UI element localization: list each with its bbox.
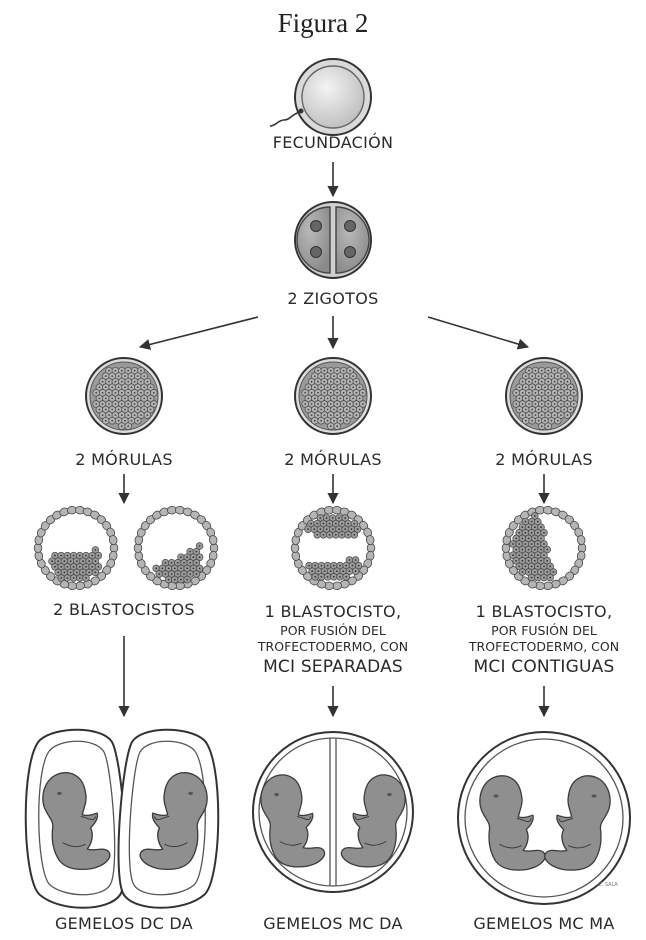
fertilization-egg-icon xyxy=(270,59,371,135)
label-mci-right: MCI CONTIGUAS xyxy=(444,657,644,677)
label-result-right: GEMELOS MC MA xyxy=(444,914,644,933)
label-blastocyst-middle: 1 BLASTOCISTO, xyxy=(243,602,423,621)
twins-dc-da-illustration xyxy=(26,730,219,908)
arrow-zygotes-to-left xyxy=(140,317,258,347)
figure-title: Figura 2 xyxy=(0,8,646,39)
note-middle-line1: POR FUSIÓN DEL xyxy=(243,623,423,638)
blastocyst-left-a-icon xyxy=(34,506,118,590)
blastocyst-right-icon xyxy=(502,506,586,590)
blastocyst-middle-icon xyxy=(291,506,375,590)
zygote-two-cell-icon xyxy=(295,202,371,278)
morula-middle-icon xyxy=(295,358,371,434)
label-zygotes: 2 ZIGOTOS xyxy=(233,289,433,308)
label-mci-middle: MCI SEPARADAS xyxy=(233,657,433,677)
blastocyst-left-b-icon xyxy=(134,506,218,590)
label-result-left: GEMELOS DC DA xyxy=(24,914,224,933)
label-blastocysts-left: 2 BLASTOCISTOS xyxy=(34,600,214,619)
label-fertilization: FECUNDACIÓN xyxy=(233,133,433,152)
morula-left-icon xyxy=(86,358,162,434)
label-morulas-middle: 2 MÓRULAS xyxy=(253,450,413,469)
label-morulas-right: 2 MÓRULAS xyxy=(464,450,624,469)
twins-mc-ma-illustration xyxy=(458,732,630,904)
arrow-zygotes-to-right xyxy=(428,317,528,347)
twins-mc-da-illustration xyxy=(253,732,413,892)
label-morulas-left: 2 MÓRULAS xyxy=(44,450,204,469)
note-right-line1: POR FUSIÓN DEL xyxy=(454,623,634,638)
label-result-middle: GEMELOS MC DA xyxy=(233,914,433,933)
morula-right-icon xyxy=(506,358,582,434)
note-middle-line2: TROFECTODERMO, CON xyxy=(243,639,423,654)
label-blastocyst-right: 1 BLASTOCISTO, xyxy=(454,602,634,621)
illustrator-credit: C. SALA xyxy=(588,882,628,888)
note-right-line2: TROFECTODERMO, CON xyxy=(454,639,634,654)
